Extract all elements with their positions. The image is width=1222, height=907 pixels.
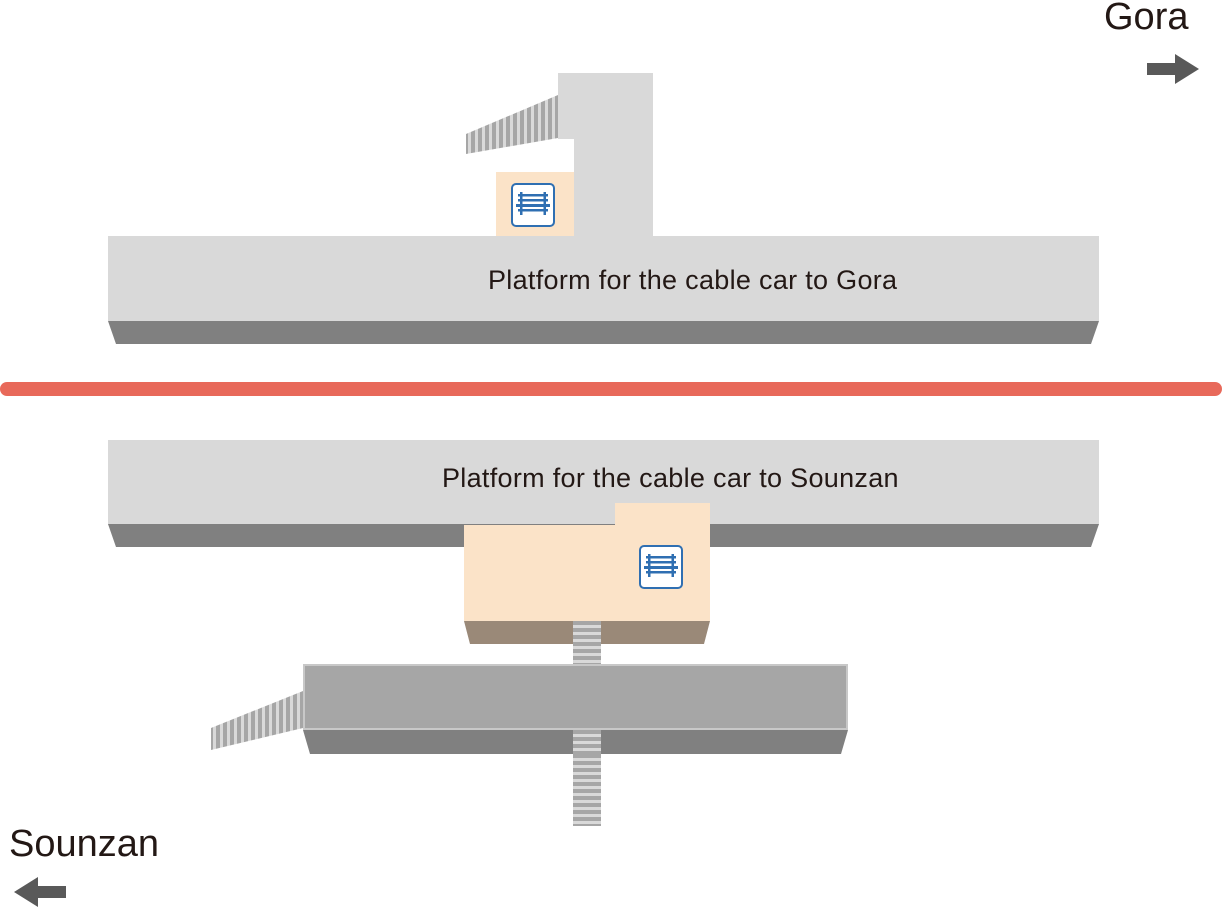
bench-icon [511,183,555,227]
lower-concourse [303,664,848,730]
gora-platform-building-lower [574,138,653,238]
gora-platform-label: Platform for the cable car to Gora [488,265,898,295]
bench-icon [639,545,683,589]
stairs-icon [466,95,558,154]
right-arrow-icon [1147,54,1199,84]
gora-platform [108,236,1099,321]
gora-platform-edge [108,321,1099,344]
track-line [0,382,1222,396]
sounzan-platform [108,440,1099,525]
stairs-icon [573,754,601,826]
stairs-icon [573,621,601,665]
sounzan-platform-label: Platform for the cable car to Sounzan [442,463,899,493]
left-arrow-icon [14,877,66,907]
sounzan-direction-label: Sounzan [9,823,160,865]
stairs-icon [573,730,601,754]
stairs-icon [211,691,303,750]
gora-direction-label: Gora [1104,0,1189,38]
gora-platform-building [558,73,653,139]
